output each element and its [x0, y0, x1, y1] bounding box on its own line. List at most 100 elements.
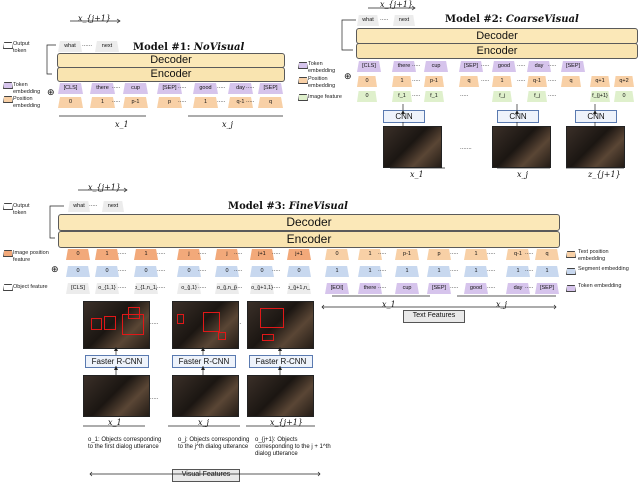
- model3-rcnn-1: Faster R-CNN: [85, 355, 149, 368]
- ellipsis: .....: [118, 267, 127, 273]
- ellipsis: ..: [238, 320, 242, 326]
- ellipsis: .....: [412, 77, 421, 83]
- object-box: [128, 307, 140, 319]
- token-embedding: cup: [424, 61, 448, 72]
- ellipsis: .....: [118, 250, 127, 256]
- object-box: [104, 316, 116, 330]
- ellipsis: .....: [178, 84, 187, 90]
- model2-image-2: [492, 126, 551, 168]
- ellipsis: .....: [89, 202, 98, 208]
- model3-image-4: [83, 375, 150, 417]
- model2-output-x: x_{j+1}: [380, 0, 413, 9]
- token-embedding: [SEP]: [157, 83, 182, 94]
- ellipsis: .....: [487, 284, 496, 290]
- image-position-feature: 1: [134, 249, 158, 260]
- plus-icon: ⊕: [47, 88, 55, 98]
- position-embedding: 1: [392, 76, 412, 87]
- object-box: [177, 314, 184, 324]
- ellipsis: .....: [548, 92, 557, 98]
- object-box: [203, 312, 220, 332]
- token-embedding: [CLS]: [58, 83, 83, 94]
- token-embedding: [CLS]: [357, 61, 381, 72]
- segment-embedding: 1: [325, 266, 349, 277]
- model3-decoder: Decoder: [58, 214, 560, 231]
- position-embedding: 1: [193, 97, 218, 108]
- image-feature: f_1: [392, 91, 412, 102]
- object-box: [91, 318, 102, 330]
- ellipsis: .....: [150, 320, 159, 326]
- model2-cnn-3: CNN: [575, 110, 617, 123]
- ellipsis: .....: [112, 98, 121, 104]
- ellipsis: ......: [82, 42, 93, 48]
- model3-token-label: Token embedding: [578, 283, 622, 289]
- object-feature: o_{1,n_1}: [134, 283, 158, 294]
- token-embedding: cup: [123, 83, 148, 94]
- position-embedding: q: [561, 76, 581, 87]
- model3-output-token: what: [68, 201, 90, 212]
- segment-embedding: 0: [250, 266, 274, 277]
- token-embedding: good: [492, 61, 516, 72]
- model3-caption-2: o_j: Objects corresponding to the j^th d…: [178, 437, 250, 450]
- segment-embedding: 1: [427, 266, 451, 277]
- model3-text-pos-label: Text position embedding: [578, 249, 609, 262]
- token-embedding: there: [358, 283, 382, 294]
- ellipsis: .....: [246, 98, 255, 104]
- segment-embedding: 1: [535, 266, 559, 277]
- position-embedding: 1: [492, 76, 512, 87]
- ellipsis: .....: [517, 77, 526, 83]
- text-position-embedding: q: [535, 249, 559, 260]
- ellipsis: .....: [380, 16, 389, 22]
- ellipsis: .....: [217, 84, 226, 90]
- object-feature: o_{1,1}: [95, 283, 119, 294]
- plus-icon: ⊕: [51, 265, 59, 275]
- image-position-feature: j+1: [250, 249, 274, 260]
- model3-caption-1: o_1: Objects corresponding to the first …: [88, 437, 162, 450]
- token-embedding: [SEP]: [258, 83, 283, 94]
- ellipsis: .....: [234, 250, 243, 256]
- image-position-feature: j: [177, 249, 201, 260]
- model2-position-label: Position embedding: [308, 76, 336, 89]
- model3-image-3: [247, 301, 314, 349]
- image-position-feature: 0: [66, 249, 90, 260]
- ellipsis: .....: [234, 284, 243, 290]
- object-box: [122, 314, 144, 335]
- model3-object-label: Object feature: [13, 284, 48, 290]
- position-embedding: 0: [357, 76, 377, 87]
- model3-encoder: Encoder: [58, 231, 560, 248]
- ellipsis: .....: [198, 267, 207, 273]
- model2-image-label: Image feature: [308, 94, 342, 100]
- image-position-feature: j+1: [287, 249, 311, 260]
- model2-encoder: Encoder: [356, 43, 638, 59]
- text-position-embedding: p: [427, 249, 451, 260]
- segment-embedding: 1: [358, 266, 382, 277]
- ellipsis: .....: [157, 267, 166, 273]
- segment-embedding: 0: [95, 266, 119, 277]
- position-embedding: q+1: [590, 76, 610, 87]
- segment-embedding: 1: [506, 266, 530, 277]
- text-position-embedding: 1: [464, 249, 488, 260]
- position-embedding: p-1: [424, 76, 444, 87]
- model3-text-xj: x_j: [496, 300, 507, 309]
- text-position-embedding: p-1: [395, 249, 419, 260]
- model3-rcnn-3: Faster R-CNN: [249, 355, 313, 368]
- model3-image-1: [83, 301, 150, 349]
- ellipsis: .....: [157, 250, 166, 256]
- image-feature: 0: [614, 91, 634, 102]
- object-box: [260, 308, 284, 328]
- model1-x1: x_1: [115, 120, 129, 129]
- token-embedding: cup: [395, 283, 419, 294]
- model3-text-features: Text Features: [403, 310, 465, 323]
- ellipsis: .....: [525, 250, 534, 256]
- object-feature: o_{j+1,1}: [250, 283, 274, 294]
- object-box: [218, 332, 226, 340]
- object-box: [262, 334, 274, 341]
- object-feature: o_{j+1,n_{j+1}}: [287, 283, 311, 294]
- model3-output-label: Output token: [13, 203, 30, 216]
- model1-title: Model #1: NoVisual: [133, 42, 245, 53]
- object-feature: [CLS]: [66, 283, 90, 294]
- model1-output-token: next: [95, 41, 119, 52]
- ellipsis: .....: [412, 62, 421, 68]
- position-embedding: p-1: [123, 97, 148, 108]
- model3-caption-3: o_{j+1}: Objects corresponding to the j …: [255, 437, 331, 457]
